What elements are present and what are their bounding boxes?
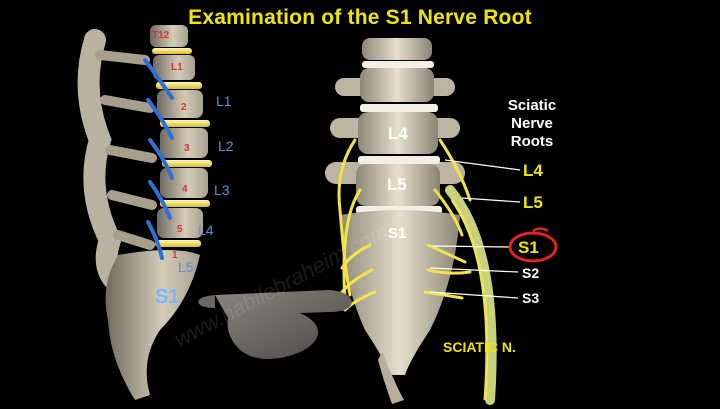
nerve-label-l4: L4 (198, 222, 214, 238)
lateral-spine (77, 25, 212, 400)
nerve-label-l2: L2 (218, 138, 234, 154)
root-label-s3: S3 (522, 290, 540, 306)
vertebra-number-6: 1 (172, 250, 178, 261)
highlight-circle-icon (508, 227, 558, 263)
root-label-l5: L5 (523, 193, 543, 212)
nerve-label-l1: L1 (216, 93, 232, 109)
vertebra-label-l5: L5 (387, 175, 407, 194)
page-title: Examination of the S1 Nerve Root (188, 6, 532, 29)
sacrum-label-s1: S1 (155, 286, 180, 308)
vertebra-number-2: 2 (181, 102, 187, 113)
root-label-l4: L4 (523, 161, 543, 180)
sciatic-nerve-label: SCIATIC N. (443, 339, 516, 355)
vertebra-number-5: 5 (177, 224, 183, 235)
t12-label: T12 (152, 30, 170, 41)
sciatic-caption: Sciatic Nerve Roots (488, 97, 576, 151)
root-label-s1: S1 (518, 238, 539, 257)
nerve-label-l3: L3 (214, 182, 230, 198)
sciatic-caption-line-3: Roots (510, 133, 554, 150)
vertebra-number-3: 3 (184, 143, 190, 154)
posterior-spine (325, 38, 521, 405)
sciatic-caption-line-1: Sciatic (507, 97, 557, 114)
vertebra-label-l4: L4 (388, 124, 408, 143)
sciatic-caption-line-2: Nerve (511, 115, 553, 132)
pointing-hand-icon (198, 290, 352, 359)
vertebra-number-4: 4 (182, 184, 188, 195)
vertebra-number-1: L1 (171, 62, 183, 73)
vertebra-label-s1: S1 (388, 225, 407, 242)
root-label-s2: S2 (522, 265, 540, 281)
nerve-label-l5: L5 (178, 259, 194, 275)
